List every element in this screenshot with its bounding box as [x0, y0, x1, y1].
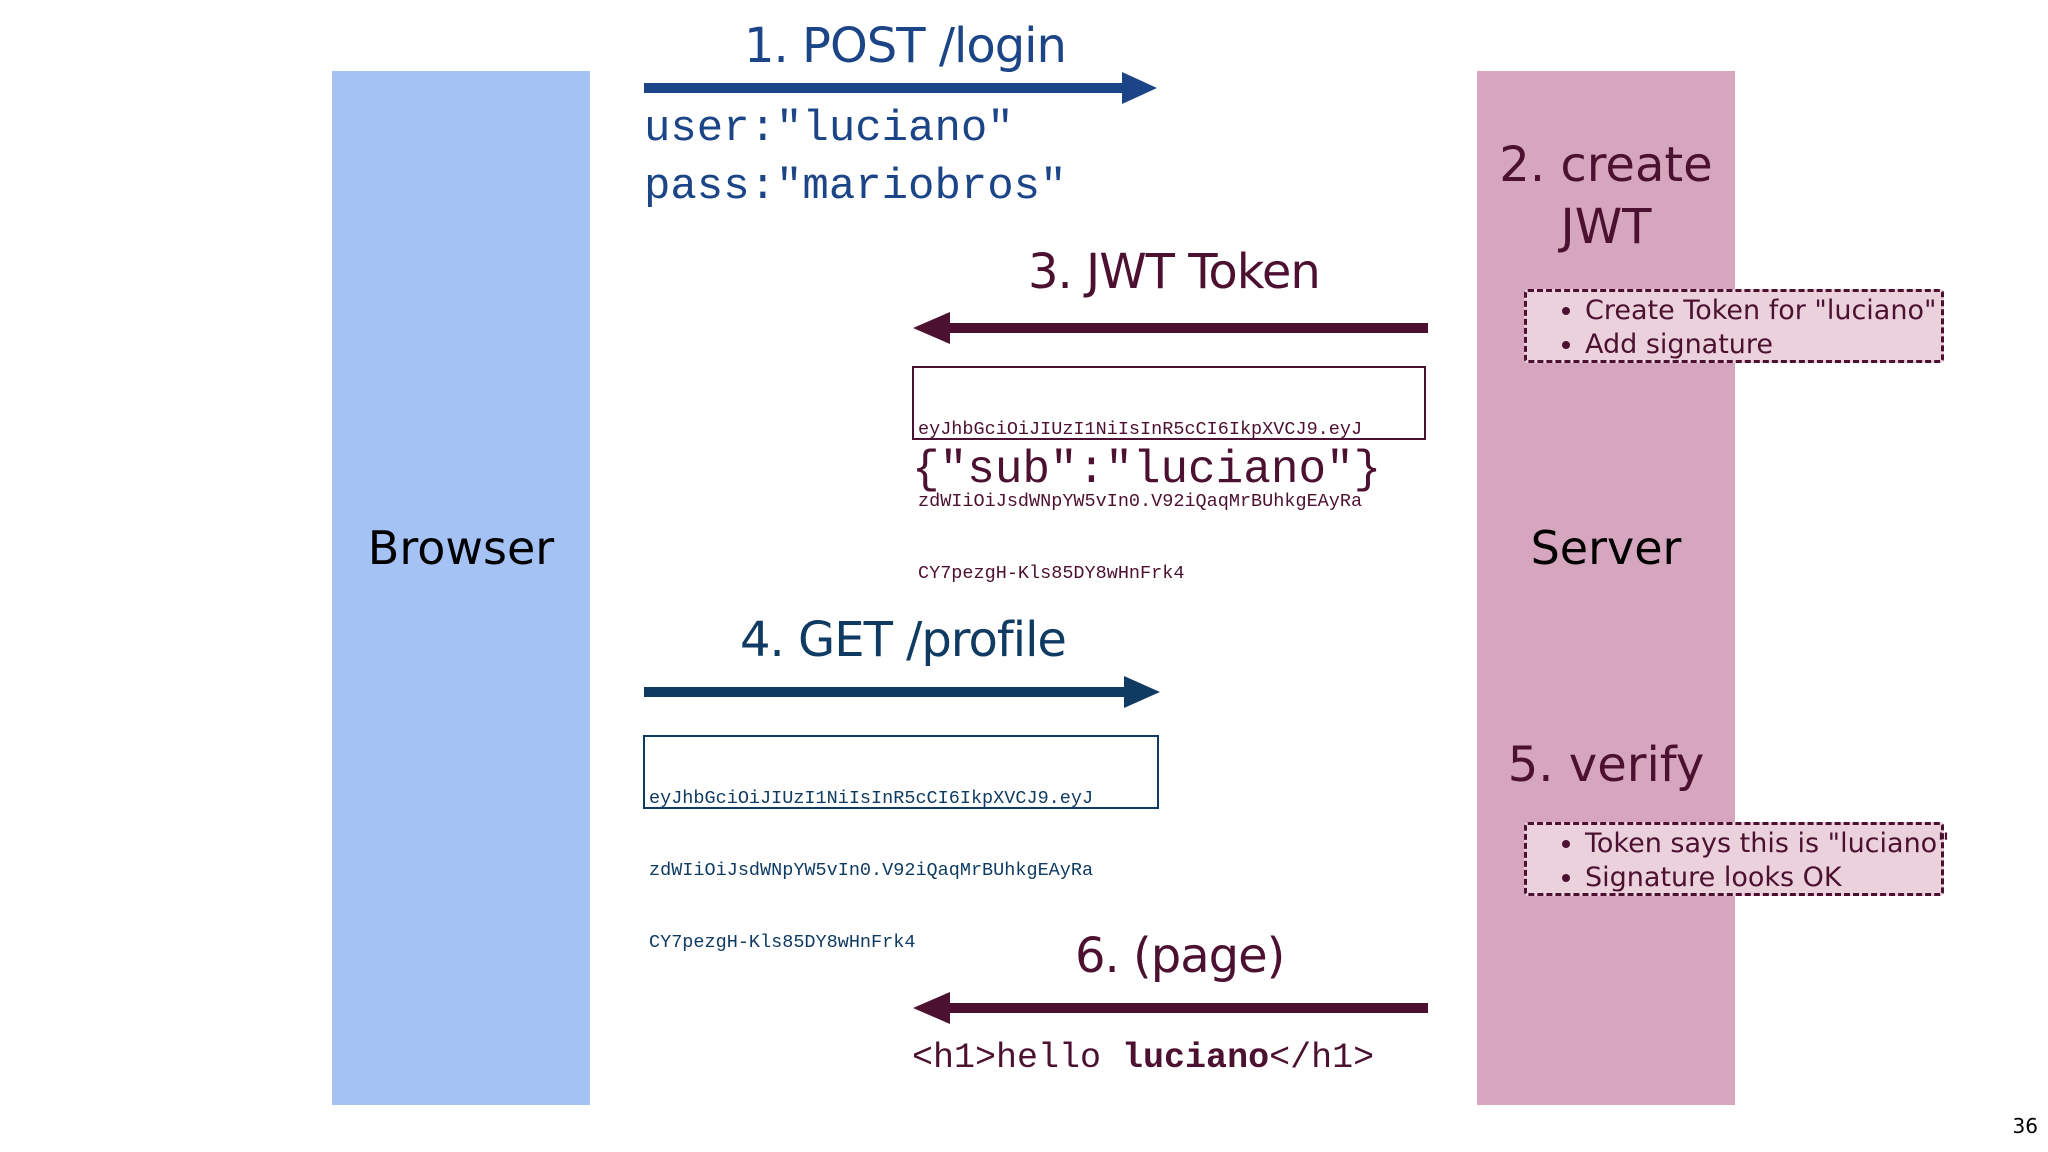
- response-suffix: </h1>: [1269, 1038, 1375, 1078]
- step-2-label-line2: JWT: [1560, 199, 1652, 255]
- credentials-pass: pass:"mariobros": [644, 162, 1067, 212]
- token-line: eyJhbGciOiJIUzI1NiIsInR5cCI6IkpXVCJ9.eyJ: [649, 788, 1094, 809]
- step-6-label: 6. (page): [1075, 928, 1285, 984]
- response-name: luciano: [1122, 1038, 1270, 1078]
- credentials-user: user:"luciano": [644, 104, 1014, 154]
- server-lane: Server: [1477, 71, 1735, 1105]
- step-2-label: 2. create JWT: [1477, 134, 1735, 258]
- slide-number: 36: [2012, 1114, 2038, 1138]
- browser-lane: Browser: [332, 71, 590, 1105]
- arrow-get-profile: [644, 676, 1160, 708]
- browser-label: Browser: [367, 521, 555, 575]
- jwt-payload: {"sub":"luciano"}: [912, 444, 1382, 496]
- step-3-label: 3. JWT Token: [1028, 244, 1321, 300]
- create-jwt-bullet: Create Token for "luciano": [1585, 294, 1936, 328]
- create-jwt-bullet: Add signature: [1585, 328, 1931, 362]
- step-5-label: 5. verify: [1507, 737, 1705, 793]
- verify-note: Token says this is "luciano" Signature l…: [1524, 822, 1950, 896]
- response-prefix: <h1>hello: [912, 1038, 1123, 1078]
- token-line: CY7pezgH-Kls85DY8wHnFrk4: [649, 932, 916, 953]
- step-2-label-line1: 2. create: [1499, 137, 1713, 193]
- step-4-label: 4. GET /profile: [740, 612, 1067, 668]
- verify-bullet: Token says this is "luciano": [1585, 827, 1950, 861]
- page-response: <h1>hello luciano</h1>: [912, 1038, 1374, 1078]
- token-line: zdWIiOiJsdWNpYW5vIn0.V92iQaqMrBUhkgEAyRa: [918, 491, 1363, 512]
- token-line: CY7pezgH-Kls85DY8wHnFrk4: [918, 563, 1185, 584]
- jwt-token-box-response: eyJhbGciOiJIUzI1NiIsInR5cCI6IkpXVCJ9.eyJ…: [912, 366, 1426, 584]
- create-jwt-note: Create Token for "luciano" Add signature: [1524, 289, 1944, 363]
- token-line: zdWIiOiJsdWNpYW5vIn0.V92iQaqMrBUhkgEAyRa: [649, 860, 1094, 881]
- arrow-post-login: [644, 72, 1157, 104]
- server-label: Server: [1530, 521, 1682, 575]
- arrow-page: [913, 992, 1428, 1024]
- step-1-label: 1. POST /login: [744, 18, 1067, 74]
- token-line: eyJhbGciOiJIUzI1NiIsInR5cCI6IkpXVCJ9.eyJ: [918, 419, 1363, 440]
- arrow-jwt-token: [913, 312, 1428, 344]
- verify-bullet: Signature looks OK: [1585, 861, 1931, 895]
- jwt-token-box-request: eyJhbGciOiJIUzI1NiIsInR5cCI6IkpXVCJ9.eyJ…: [643, 735, 1159, 953]
